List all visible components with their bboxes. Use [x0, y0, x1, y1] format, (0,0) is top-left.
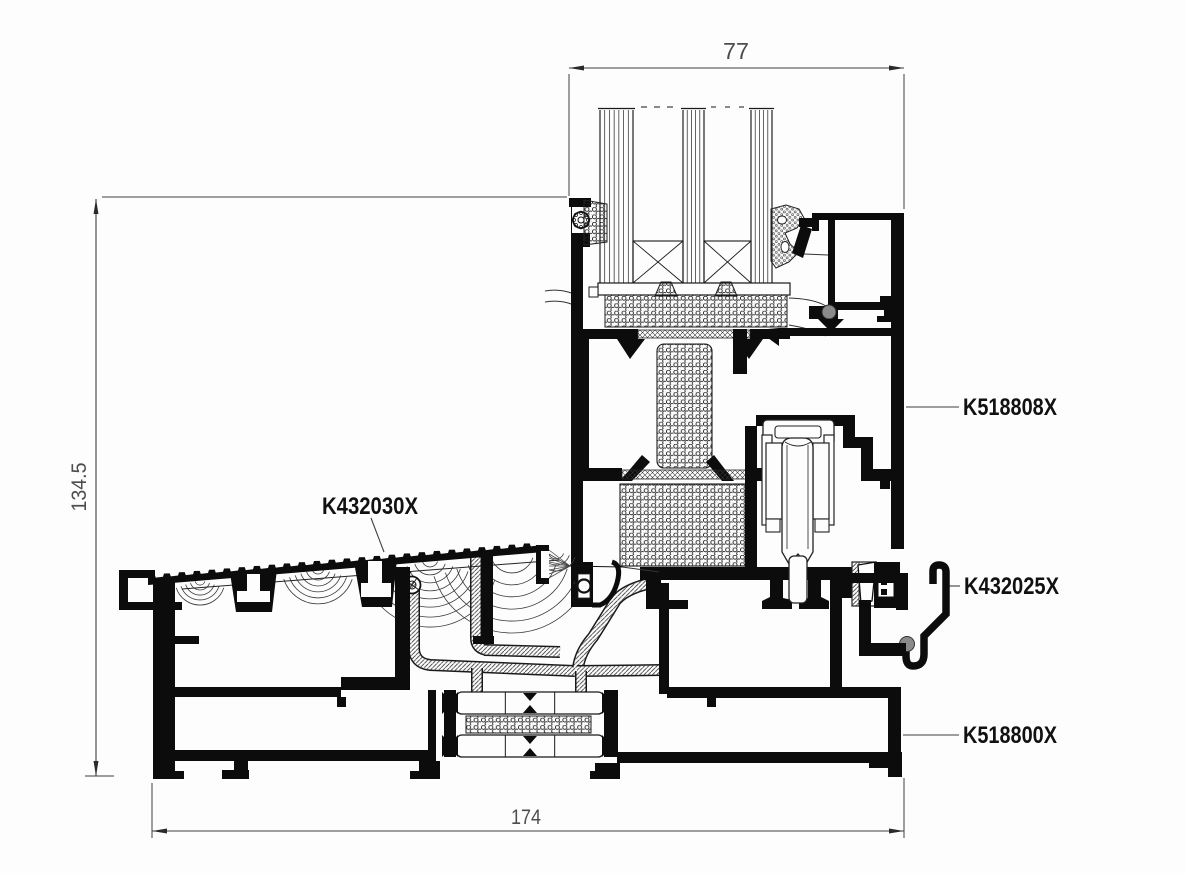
svg-text:K518808X: K518808X: [963, 394, 1057, 421]
svg-text:K432030X: K432030X: [322, 493, 418, 520]
svg-text:77: 77: [723, 38, 749, 64]
svg-text:K432025X: K432025X: [964, 573, 1059, 600]
svg-text:K518800X: K518800X: [963, 722, 1057, 749]
svg-text:174: 174: [511, 806, 541, 829]
svg-text:134.5: 134.5: [68, 463, 91, 512]
